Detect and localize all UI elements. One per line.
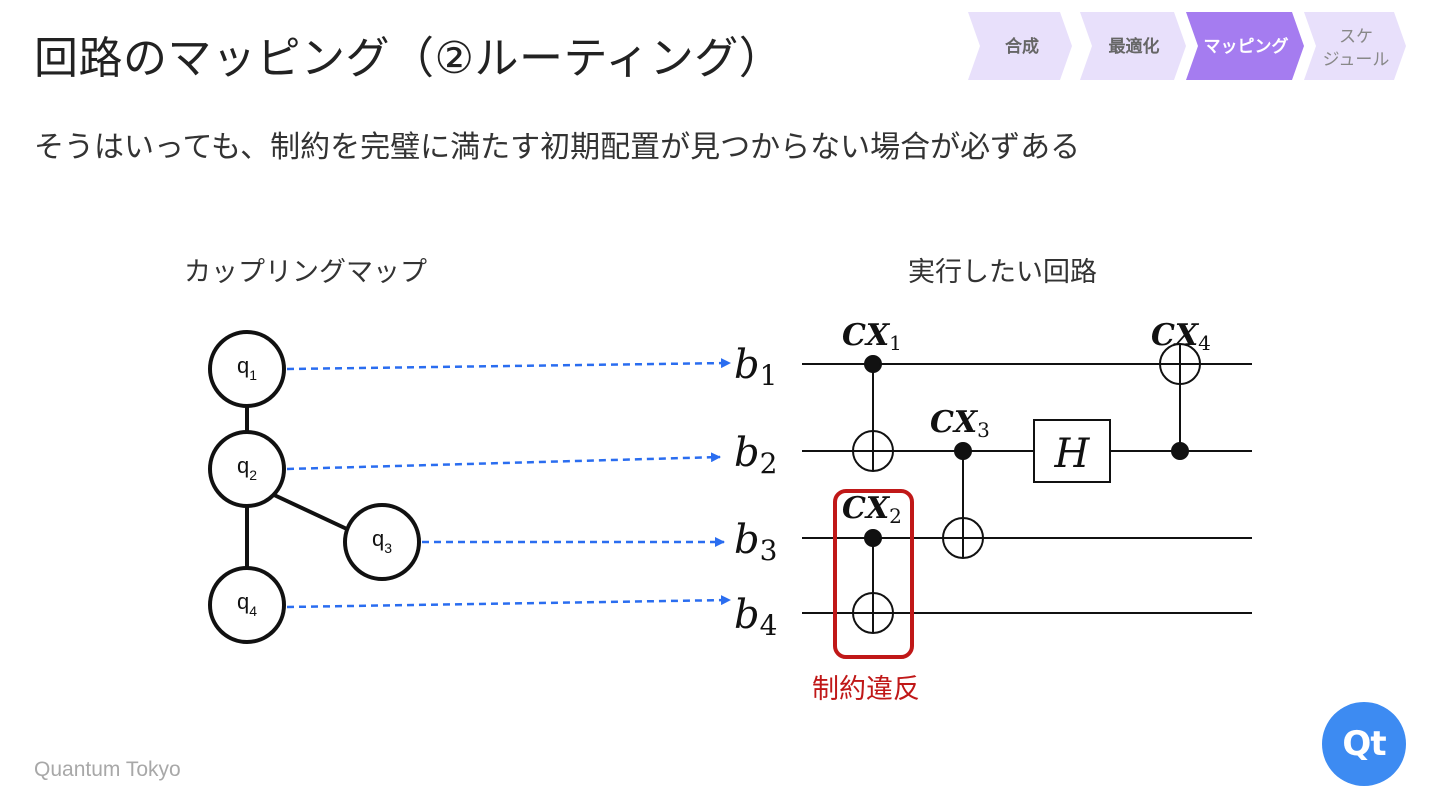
step-schedule-shape <box>1304 12 1406 80</box>
node-q2-sub: 2 <box>249 467 257 483</box>
subtitle: そうはいっても、制約を完璧に満たす初期配置が見つからない場合が必ずある <box>34 130 1081 165</box>
gate-h-label: H <box>1054 431 1091 477</box>
arrow-q4-b4 <box>286 595 731 609</box>
gate-cx1-label: CX1 <box>842 318 902 355</box>
footer-brand: Quantum Tokyo <box>34 758 181 781</box>
circuit-caption: 実行したい回路 <box>908 257 1097 288</box>
step-synthesis-shape <box>968 12 1072 80</box>
wire-label-b1: b1 <box>734 342 777 392</box>
node-q1-sub: 1 <box>249 367 257 383</box>
node-q3-label: q <box>372 526 384 551</box>
gate-cx3-label: CX3 <box>930 405 990 442</box>
edge-q2-q3 <box>271 492 350 532</box>
wire-label-b2: b2 <box>734 430 777 480</box>
node-q2: q2 <box>208 430 286 508</box>
circuit-wires <box>802 363 1252 614</box>
gate-cx1 <box>852 355 894 472</box>
violation-highlight-box <box>833 489 914 659</box>
arrow-q1-b1 <box>286 358 731 371</box>
node-q3: q3 <box>343 503 421 581</box>
gate-cx2-label: CX2 <box>842 491 902 528</box>
wire-label-b3: b3 <box>734 517 777 567</box>
svg-text:q1: q1 <box>237 353 257 383</box>
gate-h: H <box>1033 419 1111 483</box>
step-schedule-label-line2: ジュール <box>1323 50 1390 70</box>
node-q4-sub: 4 <box>249 603 257 619</box>
step-optimization-label: 最適化 <box>1109 36 1160 57</box>
step-synthesis-label: 合成 <box>1005 36 1039 57</box>
node-q2-label: q <box>237 453 249 478</box>
mapping-arrows <box>286 358 731 609</box>
violation-label: 制約違反 <box>812 674 920 705</box>
coupling-map-caption: カップリングマップ <box>184 257 427 288</box>
gate-cx4 <box>1159 343 1201 460</box>
qt-logo: Qt <box>1322 702 1406 786</box>
coupling-edges <box>245 406 350 570</box>
node-q4-label: q <box>237 589 249 614</box>
node-q1: q1 <box>208 330 286 408</box>
svg-text:q4: q4 <box>237 589 257 619</box>
node-q3-sub: 3 <box>384 540 392 556</box>
step-schedule-label-line1: スケ <box>1339 27 1373 47</box>
step-optimization-shape <box>1080 12 1186 80</box>
node-q4: q4 <box>208 566 286 644</box>
arrow-q2-b2 <box>286 452 721 471</box>
step-mapping-label: マッピング <box>1204 36 1289 57</box>
node-q1-label: q <box>237 353 249 378</box>
gate-cx4-label: CX4 <box>1151 318 1211 355</box>
wire-label-b4: b4 <box>734 592 777 642</box>
slide-title: 回路のマッピング（②ルーティング） <box>34 33 784 84</box>
svg-text:q2: q2 <box>237 453 257 483</box>
gate-cx3 <box>942 442 984 559</box>
svg-text:q3: q3 <box>372 526 392 556</box>
process-steps: 合成 最適化 マッピング スケ ジュール <box>968 12 1408 80</box>
gate-cx2 <box>852 529 894 634</box>
step-mapping-shape <box>1186 12 1304 80</box>
